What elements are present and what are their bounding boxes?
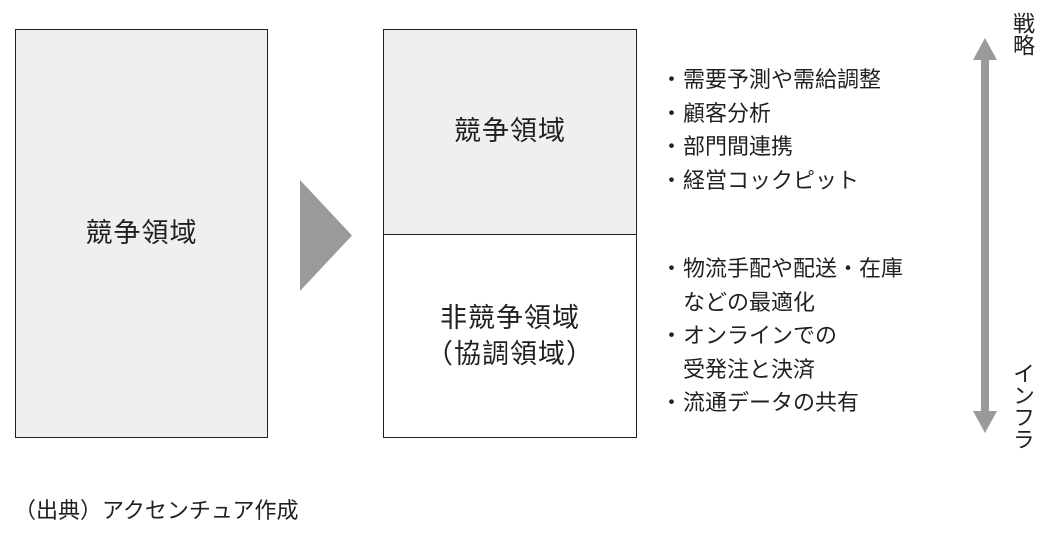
left-competitive-label: 競争領域 (85, 218, 198, 249)
axis-infrastructure-label: インフラ (1009, 362, 1034, 450)
transition-arrow-icon (300, 180, 352, 291)
list-item: 部門間連携 (660, 131, 881, 165)
double-headed-arrow-icon (973, 38, 997, 433)
noncompetitive-label: 非競争領域 (440, 303, 580, 334)
right-competitive-label: 競争領域 (454, 116, 566, 147)
list-item: 経営コックピット (660, 165, 881, 199)
list-item-line: 受発注と決済 (683, 357, 816, 383)
competitive-items-list: 需要予測や需給調整 顧客分析 部門間連携 経営コックピット (660, 64, 881, 198)
future-state-box: 競争領域 非競争領域 （協調領域） (383, 29, 637, 438)
noncompetitive-items-list: 物流手配や配送・在庫 などの最適化 オンラインでの 受発注と決済 流通データの共… (660, 253, 903, 421)
list-item: 需要予測や需給調整 (660, 64, 881, 98)
cooperative-label: （協調領域） (426, 339, 594, 370)
list-item-line: 物流手配や配送・在庫 (683, 257, 904, 282)
list-item-line: などの最適化 (683, 290, 816, 316)
list-item: 流通データの共有 (660, 387, 903, 421)
axis-strategy-label: 戦略 (1009, 12, 1034, 56)
list-item: 顧客分析 (660, 98, 881, 132)
list-item-line: 流通データの共有 (683, 391, 860, 416)
current-state-box: 競争領域 (15, 29, 268, 438)
list-item: オンラインでの 受発注と決済 (660, 320, 903, 387)
source-note: （出典）アクセンチュア作成 (14, 499, 299, 524)
list-item-line: オンラインでの (683, 324, 838, 349)
list-item: 物流手配や配送・在庫 などの最適化 (660, 253, 903, 320)
competitive-section: 競争領域 (384, 30, 636, 235)
